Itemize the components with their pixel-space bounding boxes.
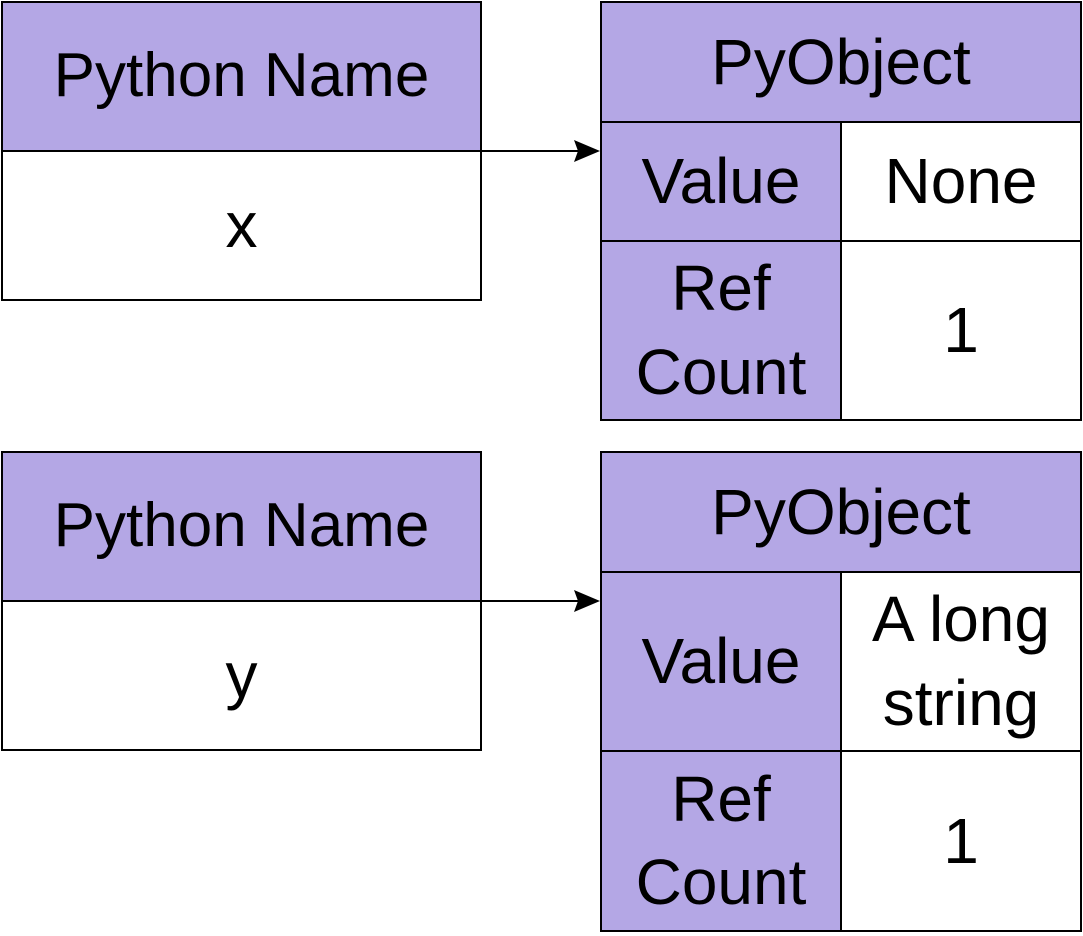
python-name-value-y: y [1,600,482,751]
refcount-value: 1 [943,294,979,367]
python-name-header-y: Python Name [1,451,482,602]
python-name-header-x: Python Name [1,1,482,152]
refcount-label-line2: Count [635,335,807,408]
refcount-label-cell-y: Ref Count [600,750,842,932]
refcount-label-line1: Ref [671,762,771,835]
value-text-line2: string [882,666,1040,739]
value-label: Value [641,625,801,698]
pyobject-header-label: PyObject [711,475,971,548]
arrow-y-to-pyobject [482,590,600,612]
python-name-header-label: Python Name [53,41,430,111]
pyobject-header-x: PyObject [600,1,1082,123]
refcount-value: 1 [943,804,979,877]
refcount-cell-y: 1 [840,750,1082,932]
python-name-value: x [225,189,258,262]
arrow-x-to-pyobject [482,140,600,162]
pyobject-header-label: PyObject [711,25,971,98]
python-name-header-label: Python Name [53,491,430,561]
refcount-label-line2: Count [635,846,807,918]
python-name-value-x: x [1,150,482,301]
refcount-label-cell-x: Ref Count [600,240,842,421]
value-text: None [884,145,1038,218]
value-cell-x: None [840,121,1082,242]
value-label-cell-y: Value [600,571,842,752]
refcount-cell-x: 1 [840,240,1082,421]
value-label-cell-x: Value [600,121,842,242]
pyobject-header-y: PyObject [600,451,1082,573]
python-name-value: y [225,639,258,712]
value-text-line1: A long [872,583,1050,656]
refcount-label-line1: Ref [671,252,771,325]
value-label: Value [641,145,801,218]
